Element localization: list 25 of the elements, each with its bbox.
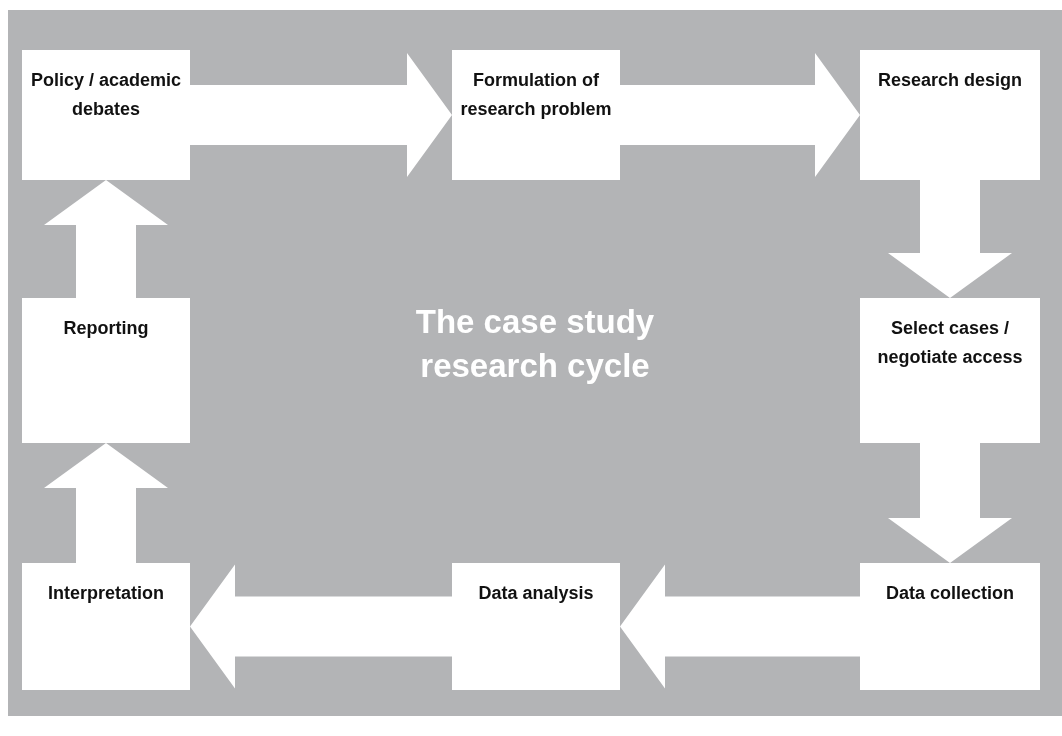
process-box bbox=[452, 563, 620, 690]
box-label: Data collection bbox=[886, 582, 1014, 605]
process-box bbox=[452, 50, 620, 180]
box-label: Interpretation bbox=[48, 582, 164, 605]
process-box bbox=[860, 50, 1040, 180]
diagram-title: The case study research cycle bbox=[414, 302, 656, 386]
block-arrow bbox=[44, 180, 168, 298]
block-arrow bbox=[620, 564, 860, 689]
box-label: Data analysis bbox=[478, 582, 594, 605]
box-label: Select cases / negotiate access bbox=[876, 317, 1024, 369]
block-arrow bbox=[44, 443, 168, 563]
box-label: Reporting bbox=[63, 317, 149, 340]
process-box bbox=[860, 563, 1040, 690]
process-box bbox=[22, 50, 190, 180]
block-arrow bbox=[190, 53, 452, 177]
process-box bbox=[22, 563, 190, 690]
block-arrow bbox=[888, 443, 1012, 563]
process-box bbox=[22, 298, 190, 443]
box-label: Policy / academic debates bbox=[30, 69, 182, 121]
block-arrow bbox=[888, 180, 1012, 298]
block-arrow bbox=[190, 564, 452, 689]
box-label: Research design bbox=[877, 69, 1023, 92]
process-box bbox=[860, 298, 1040, 443]
block-arrow bbox=[620, 53, 860, 177]
box-label: Formulation of research problem bbox=[460, 69, 612, 121]
